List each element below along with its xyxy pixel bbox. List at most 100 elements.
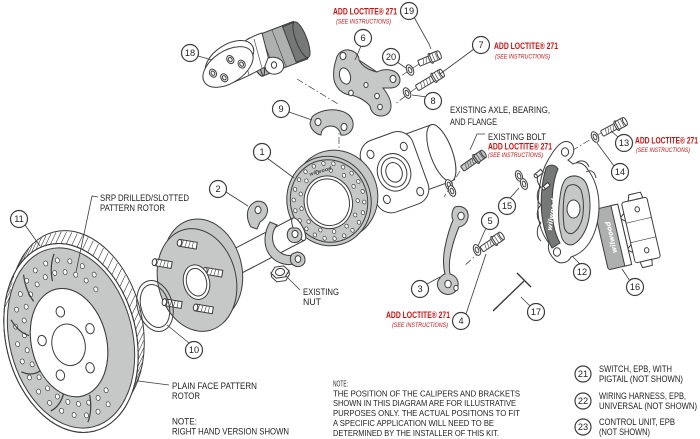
main-note-line3: SHOWN IN THIS DIAGRAM ARE FOR ILLUSTRATI… [333,399,516,408]
callout-6: 6 [353,28,373,48]
loctite-label-19-line2: (SEE INSTRUCTIONS) [336,19,391,26]
caliper: wilwood [533,141,600,264]
callout-23-number: 23 [578,422,588,432]
epb-cable-pin [492,272,532,312]
callout-1: 1 [252,142,272,162]
existing-nut-label-line2: NUT [303,297,322,307]
callout-21-circle [574,365,592,383]
callout-13: 13 [614,133,634,153]
callout-2: 2 [208,179,228,199]
bolt-7 [415,68,445,91]
epb-list-item-22: 22 WIRING HARNESS, EPB,UNIVERSAL (NOT SHO… [574,391,697,411]
callout-22-number: 22 [578,396,588,406]
epb-item-23-line2: (NOT SHOWN) [599,427,650,437]
callout-11-number: 11 [14,214,24,224]
callout-8-circle [423,91,443,111]
callout-6-number: 6 [360,33,365,43]
epb-item-22-line1: WIRING HARNESS, EPB, [599,391,686,401]
callout-16: 16 [625,277,645,297]
existing-axle-label-line2: AND FLANGE [450,117,497,127]
callout-10: 10 [184,340,204,360]
bolt-4 [479,231,505,252]
callout-5-circle [480,211,500,231]
callout-15-number: 15 [502,201,512,211]
main-note-line4: PURPOSES ONLY. THE ACTUAL POSITIONS TO F… [333,409,520,418]
loctite-label-bolt-line2: (SEE INSTRUCTIONS) [488,152,543,159]
loctite-label-7-line2: (SEE INSTRUCTIONS) [495,54,550,61]
axle-shaft-and-retainer [222,200,307,283]
callout-14: 14 [610,162,630,182]
callout-6-circle [353,28,373,48]
main-note-line1: NOTE: [333,380,348,389]
epb-actuator [202,20,311,88]
callout-16-number: 16 [630,282,640,292]
epb-item-21-line2: PIGTAIL (NOT SHOWN) [599,374,683,384]
existing-bolt-label: EXISTING BOLT [488,132,547,142]
callout-10-number: 10 [189,345,199,355]
callout-7-number: 7 [478,40,483,50]
axle-hub-flange [151,218,244,332]
callout-14-circle [610,162,630,182]
bolt-19 [417,50,442,67]
callout-13-number: 13 [619,138,629,148]
callout-5-number: 5 [487,216,492,226]
washer-14 [590,131,600,143]
epb-item-21-line1: SWITCH, EPB, WITH [599,364,672,374]
callout-19-number: 19 [404,6,414,16]
washer-5 [472,244,482,256]
callout-12-number: 12 [577,267,587,277]
callout-8: 8 [423,91,443,111]
callout-17: 17 [526,302,546,322]
callout-14-number: 14 [615,167,625,177]
left-note-line1: NOTE: [172,417,197,427]
callout-20: 20 [381,47,401,67]
callout-9-number: 9 [278,104,283,114]
rotor-adapter-hat: wilwood [286,149,379,247]
plain-rotor-label-line1: PLAIN FACE PATTERN [172,381,257,391]
loctite-label-4-line1: ADD LOCTITE® 271 [386,310,450,320]
callout-20-circle [381,47,401,67]
callout-12-circle [572,262,592,282]
callout-15: 15 [497,196,517,216]
callout-7: 7 [471,35,491,55]
callout-20-number: 20 [386,52,396,62]
callout-13-circle [614,133,634,153]
callout-9: 9 [271,99,291,119]
callout-21-number: 21 [578,369,588,379]
callout-19: 19 [399,1,419,21]
callout-2-circle [208,179,228,199]
washer-15 [514,170,529,190]
callout-3: 3 [410,279,430,299]
loctite-label-7-line1: ADD LOCTITE® 271 [494,41,558,51]
labels: ADD LOCTITE® 271 (SEE INSTRUCTIONS) ADD LO… [75,7,698,438]
bolt-13 [600,116,628,137]
callout-12: 12 [572,262,592,282]
srp-rotor-label-line1: SRP DRILLED/SLOTTED [100,193,189,203]
main-note-line5: A SPECIFIC APPLICATION WILL NEED TO BE [333,419,495,428]
epb-item-22-line2: UNIVERSAL (NOT SHOWN) [599,401,697,411]
callout-16-circle [625,277,645,297]
existing-washers [444,179,457,197]
plain-rotor-label-line2: ROTOR [172,391,200,401]
existing-bolt [460,149,487,172]
callout-4-number: 4 [458,316,463,326]
callout-1-circle [252,142,272,162]
callout-19-circle [399,1,419,21]
callout-4: 4 [451,311,471,331]
main-note-line2: THE POSITION OF THE CALIPERS AND BRACKET… [333,389,520,398]
callout-18-number: 18 [185,48,195,58]
o-ring [136,280,174,332]
existing-axle-label-line1: EXISTING AXLE, BEARING, [450,105,550,115]
retainer-clamp [309,109,354,136]
epb-caliper-bracket [333,49,401,117]
main-note-line6: DETERMINED BY THE INSTALLER OF THIS KIT. [333,429,499,438]
callout-1-number: 1 [259,147,264,157]
srp-rotor-label-line2: PATTERN ROTOR [100,203,165,213]
callout-9-circle [271,99,291,119]
callout-11-circle [9,209,29,229]
